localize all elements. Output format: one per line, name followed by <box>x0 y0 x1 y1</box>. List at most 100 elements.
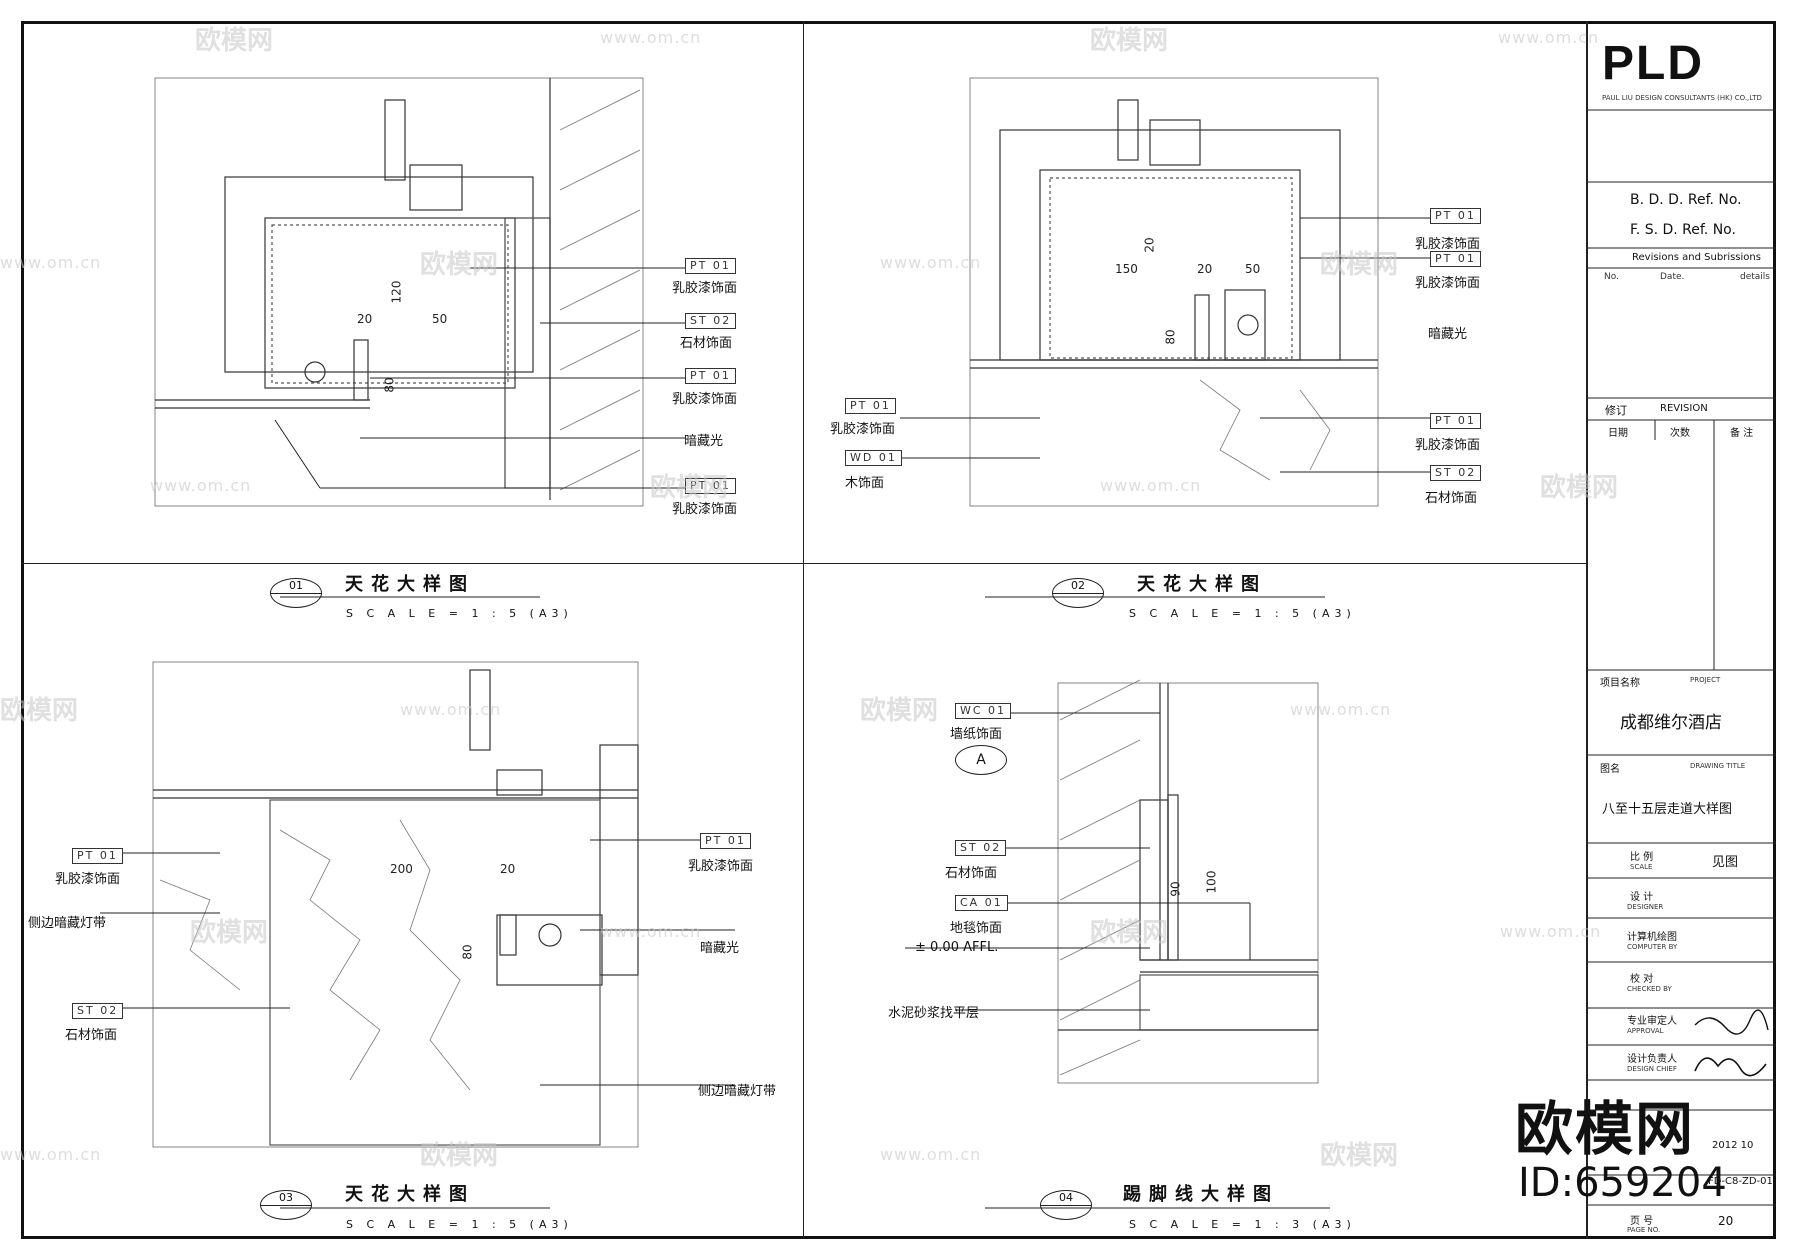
watermark-url-5: www.om.cn <box>1100 476 1202 495</box>
notes-cn: 备 注 <box>1730 428 1754 439</box>
watermark-brand-6: 欧模网 <box>1540 473 1619 503</box>
tag-st-03: ST 02 <box>72 1003 124 1019</box>
tag-pt-01b: PT 01 <box>685 368 736 384</box>
fsd-ref: F. S. D. Ref. No. <box>1630 222 1736 238</box>
approval-en: APPROVAL <box>1627 1027 1664 1035</box>
page-en: PAGE NO. <box>1627 1226 1661 1234</box>
designer-en: DESIGNER <box>1627 903 1664 911</box>
watermark-url-3: www.om.cn <box>880 253 982 272</box>
label-latex-01a: 乳胶漆饰面 <box>672 281 738 296</box>
dim-200-03: 200 <box>390 862 413 876</box>
watermark-url-6: www.om.cn <box>150 476 252 495</box>
dim-50-02: 50 <box>1245 262 1261 276</box>
label-latex-02b: 乳胶漆饰面 <box>1415 276 1481 291</box>
rev-details: details <box>1740 272 1770 282</box>
date-cn: 日期 <box>1608 428 1628 439</box>
label-side-light-03b: 侧边暗藏灯带 <box>698 1084 777 1099</box>
label-hidden-light-03: 暗藏光 <box>700 941 740 956</box>
dim-20b-02: 20 <box>1197 262 1213 276</box>
watermark-url-8: www.om.cn <box>1290 700 1392 719</box>
label-latex-03a: 乳胶漆饰面 <box>55 872 121 887</box>
label-latex-02a: 乳胶漆饰面 <box>1415 237 1481 252</box>
tag-pt-02a: PT 01 <box>1430 208 1481 224</box>
label-stone-02: 石材饰面 <box>1425 491 1478 506</box>
revisions-header: Revisions and Subrissions <box>1632 252 1761 263</box>
bdd-ref: B. D. D. Ref. No. <box>1630 192 1742 208</box>
scale-value: 见图 <box>1712 855 1739 870</box>
computer-en: COMPUTER BY <box>1627 943 1678 951</box>
dim-120-01: 120 <box>389 280 404 304</box>
scale-label-en: SCALE <box>1630 863 1653 871</box>
dim-80-02: 80 <box>1163 329 1178 345</box>
watermark-url-11: www.om.cn <box>880 1145 982 1164</box>
tag-pt-02b: PT 01 <box>1430 251 1481 267</box>
dim-100-04: 100 <box>1204 870 1219 894</box>
tag-ca-04: CA 01 <box>955 895 1008 911</box>
watermark-brand-8: 欧模网 <box>0 696 79 726</box>
dim-50-01: 50 <box>432 312 448 326</box>
label-stone-03: 石材饰面 <box>65 1028 118 1043</box>
rev-no: No. <box>1604 272 1619 282</box>
tag-pt-03b: PT 01 <box>700 833 751 849</box>
label-wallpaper-04: 墙纸饰面 <box>950 727 1003 742</box>
label-mortar-04: 水泥砂浆找平层 <box>888 1006 980 1021</box>
revision-en: REVISION <box>1660 403 1708 414</box>
watermark-url-4: www.om.cn <box>0 253 102 272</box>
watermark-brand-11: 欧模网 <box>420 1141 499 1171</box>
dim-20-03: 20 <box>500 862 516 876</box>
watermark-brand-1: 欧模网 <box>195 26 274 56</box>
detail-scale-01: S C A L E = 1 : 5 (A3) <box>346 607 573 620</box>
drawing-frame <box>21 21 1776 1239</box>
label-latex-01b: 乳胶漆饰面 <box>672 392 738 407</box>
watermark-url-1: www.om.cn <box>600 28 702 47</box>
detail-title-03: 天花大样图 <box>345 1184 475 1205</box>
scale-label-cn: 比 例 <box>1630 852 1654 863</box>
label-stone-01: 石材饰面 <box>680 336 733 351</box>
tag-st-01: ST 02 <box>685 313 737 329</box>
label-stone-04: 石材饰面 <box>945 866 998 881</box>
dim-20-01: 20 <box>357 312 373 326</box>
computer-cn: 计算机绘图 <box>1627 932 1677 943</box>
detail-scale-03: S C A L E = 1 : 5 (A3) <box>346 1218 573 1231</box>
watermark-url-12: www.om.cn <box>0 1145 102 1164</box>
detail-title-02: 天花大样图 <box>1137 574 1267 595</box>
watermark-brand-5: 欧模网 <box>650 473 729 503</box>
detail-scale-04: S C A L E = 1 : 3 (A3) <box>1129 1218 1356 1231</box>
label-latex-01c: 乳胶漆饰面 <box>672 502 738 517</box>
project-name: 成都维尔酒店 <box>1620 713 1722 733</box>
rev-date: Date. <box>1660 272 1685 282</box>
label-latex-02c: 乳胶漆饰面 <box>1415 438 1481 453</box>
detail-bubble-02: 02 <box>1052 578 1104 608</box>
dim-20-02: 20 <box>1142 237 1157 253</box>
pld-logo: PLD <box>1602 37 1704 90</box>
drawing-label-en: DRAWING TITLE <box>1690 762 1746 770</box>
watermark-url-7: www.om.cn <box>400 700 502 719</box>
detail-title-04: 踢脚线大样图 <box>1123 1184 1279 1205</box>
checked-cn: 校 对 <box>1630 974 1654 985</box>
approval-cn: 专业审定人 <box>1627 1016 1677 1027</box>
dim-150-02: 150 <box>1115 262 1138 276</box>
watermark-url-10: www.om.cn <box>1500 922 1602 941</box>
titleblock-divider <box>1586 21 1588 1239</box>
chief-en: DESIGN CHIEF <box>1627 1065 1677 1073</box>
drawing-title: 八至十五层走道大样图 <box>1602 802 1733 817</box>
tag-st-02: ST 02 <box>1430 465 1482 481</box>
signature-approval <box>1694 1009 1769 1035</box>
detail-bubble-04: 04 <box>1040 1190 1092 1220</box>
tag-pt-02c: PT 01 <box>1430 413 1481 429</box>
tag-pt-01a: PT 01 <box>685 258 736 274</box>
dim-80-01: 80 <box>382 377 397 393</box>
watermark-brand-10: 欧模网 <box>1090 918 1169 948</box>
watermark-url-2: www.om.cn <box>1498 28 1600 47</box>
chief-cn: 设计负责人 <box>1627 1054 1677 1065</box>
dwg-no: FD-C8-ZD-01 <box>1708 1176 1773 1187</box>
tag-pt-02d: PT 01 <box>845 398 896 414</box>
designer-cn: 设 计 <box>1630 892 1654 903</box>
project-label-cn: 项目名称 <box>1600 678 1640 689</box>
watermark-url-9: www.om.cn <box>600 922 702 941</box>
label-latex-03b: 乳胶漆饰面 <box>688 859 754 874</box>
tag-wc-04: WC 01 <box>955 703 1012 719</box>
watermark-brand-3: 欧模网 <box>420 250 499 280</box>
date-value: 2012 10 <box>1712 1140 1754 1151</box>
